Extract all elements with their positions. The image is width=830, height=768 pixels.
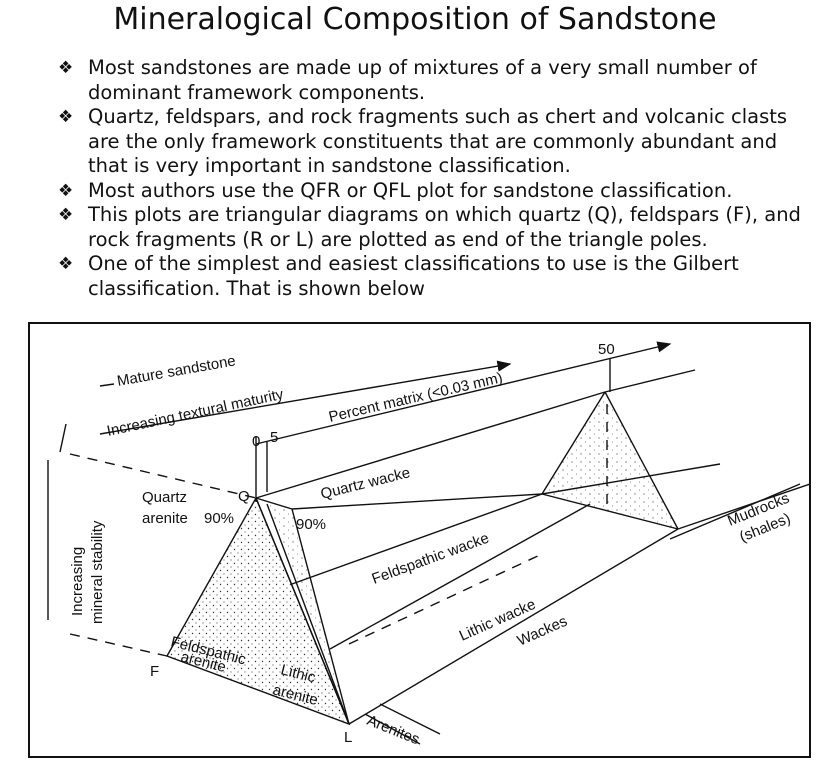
back-triangle-face: [542, 392, 678, 529]
quartz-arenite-label-2: arenite: [142, 510, 188, 527]
bullet-item: ❖ Most sandstones are made up of mixtures…: [58, 56, 818, 105]
feldspathic-wacke-label: Feldspathic wacke: [370, 530, 492, 588]
feldspathic-arenite-face: [167, 498, 349, 724]
bullet-item: ❖ One of the simplest and easiest classif…: [58, 252, 818, 301]
bullet-text: Most authors use the QFR or QFL plot for…: [88, 178, 733, 202]
f-pole-label: F: [150, 663, 159, 680]
tick-5-label: 5: [270, 429, 278, 446]
bullet-item: ❖ Quartz, feldspars, and rock fragments s…: [58, 105, 818, 179]
bullet-diamond-icon: ❖: [58, 254, 74, 274]
bullet-text: Most sandstones are made up of mixtures …: [88, 56, 757, 104]
bullet-diamond-icon: ❖: [58, 205, 74, 225]
increasing-label: Increasing: [69, 547, 86, 616]
ninety-percent-label: 90%: [296, 516, 326, 533]
percent-matrix-label: Percent matrix (<0.03 mm): [327, 369, 504, 426]
gilbert-diagram: Mature sandstone Increasing textural mat…: [47, 341, 809, 748]
bullet-text: Quartz, feldspars, and rock fragments su…: [88, 105, 788, 177]
bullet-item: ❖ This plots are triangular diagrams on w…: [58, 203, 818, 252]
bullet-text: This plots are triangular diagrams on wh…: [88, 203, 801, 251]
q-90-percent-label: 90%: [204, 510, 234, 527]
bullet-diamond-icon: ❖: [58, 58, 74, 78]
mineral-stability-label: mineral stability: [89, 520, 106, 624]
bullet-diamond-icon: ❖: [58, 180, 74, 201]
q-pole-label: Q: [238, 488, 250, 505]
page-title: Mineralogical Composition of Sandstone: [113, 2, 717, 37]
tick-0-label: 0: [252, 433, 260, 450]
arenites-label: Arenites: [365, 712, 422, 748]
bullet-list: ❖ Most sandstones are made up of mixtures…: [58, 56, 818, 301]
bullet-diamond-icon: ❖: [58, 107, 74, 127]
gilbert-classification-figure: Mature sandstone Increasing textural mat…: [28, 322, 811, 758]
mature-sandstone-label: Mature sandstone: [116, 352, 237, 390]
l-pole-label: L: [344, 729, 352, 746]
diagram-labels: Mature sandstone Increasing textural mat…: [69, 341, 793, 748]
quartz-arenite-label-1: Quartz: [142, 489, 187, 506]
bullet-text: One of the simplest and easiest classifi…: [88, 252, 739, 300]
quartz-wacke-label: Quartz wacke: [319, 464, 412, 503]
bullet-item: ❖ Most authors use the QFR or QFL plot fo…: [58, 179, 818, 204]
tick-50-label: 50: [598, 341, 615, 358]
increasing-textural-maturity-label: Increasing textural maturity: [105, 386, 285, 440]
